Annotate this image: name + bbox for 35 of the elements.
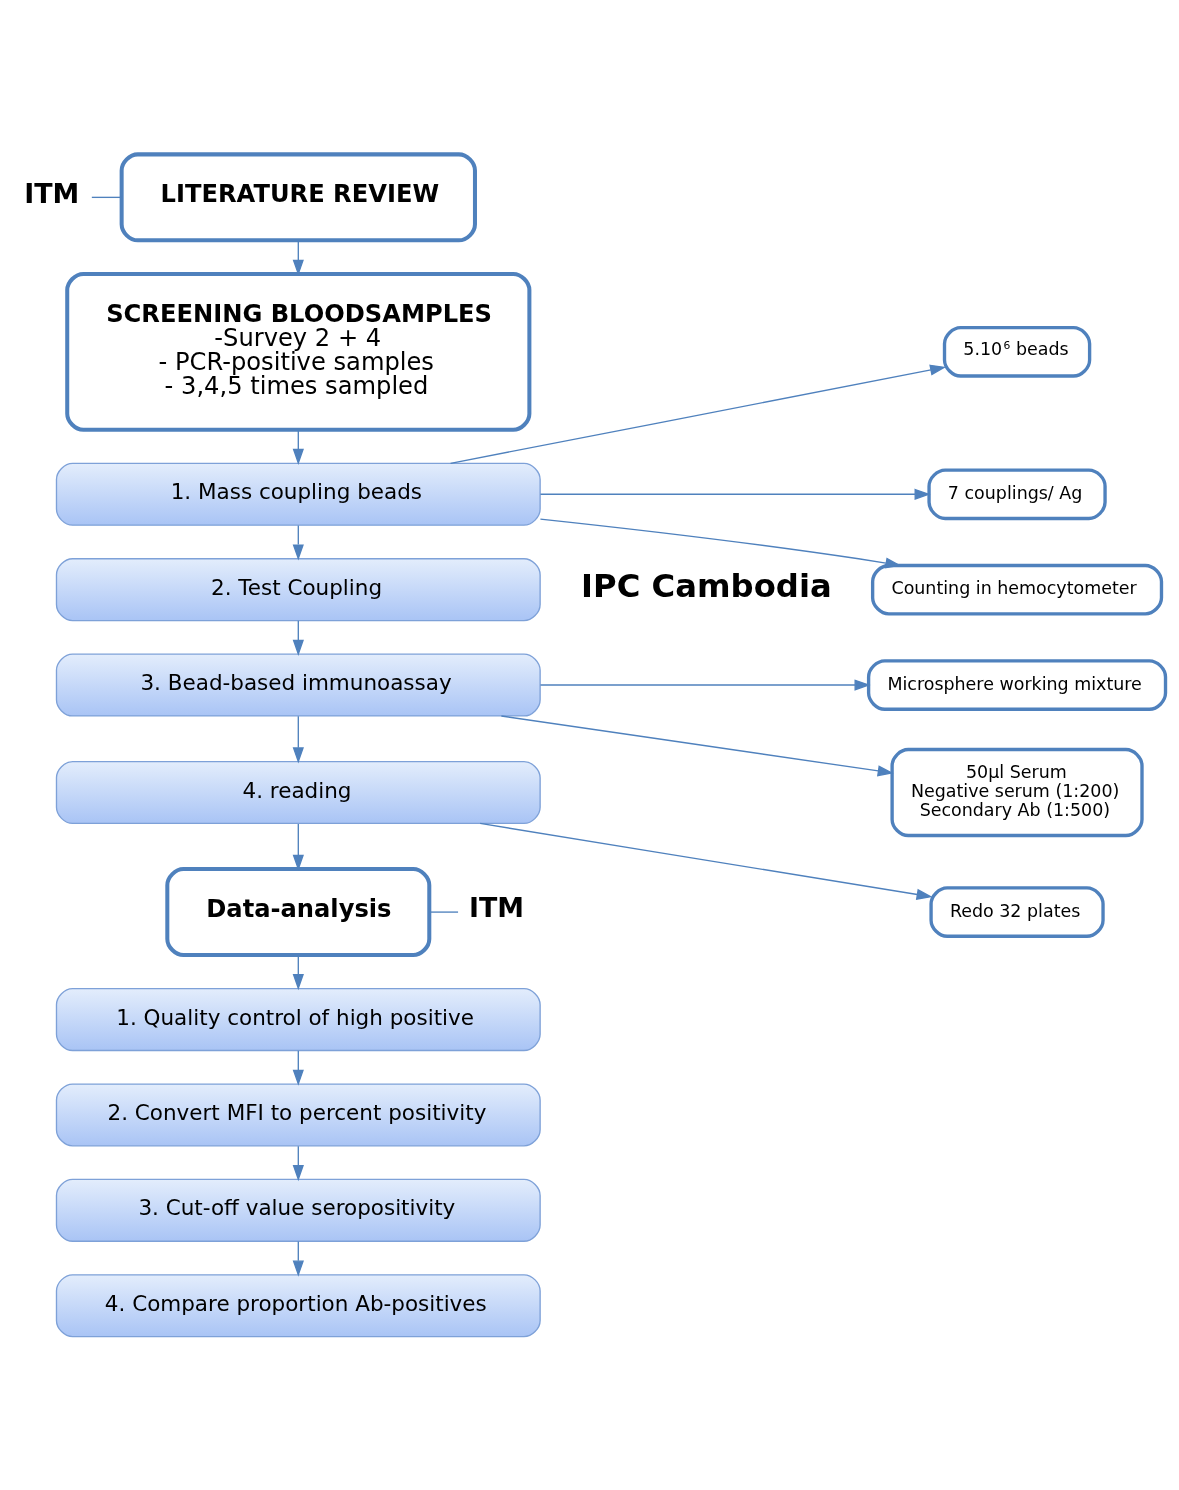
- node-box: 50µl Serum Negative serum (1:200) Secondary Ab (1:500): [890, 747, 1144, 837]
- node-box: Redo 32 plates: [929, 885, 1105, 938]
- node-box: 3. Bead-based immunoassay: [55, 652, 541, 717]
- connector: [91, 196, 122, 198]
- arrow: [292, 1240, 304, 1277]
- arrow: [292, 619, 304, 656]
- node-box: Microsphere working mixture: [866, 658, 1168, 711]
- arrow: [292, 714, 304, 763]
- node-box: 4. reading: [55, 760, 541, 824]
- arrow: [292, 1144, 304, 1181]
- arrow: [292, 428, 304, 465]
- arrow: [539, 488, 931, 500]
- node-box: SCREENING BLOODSAMPLES -Survey 2 + 4 - PCR-positive samples - 3,4,5 times sampled: [65, 271, 532, 432]
- node-box: 2. Test Coupling: [55, 557, 541, 621]
- arrow: [292, 954, 304, 990]
- node-box: 3. Cut-off value seropositivity: [55, 1178, 541, 1242]
- label: IPC Cambodia: [581, 566, 832, 605]
- node-box: 1. Mass coupling beads: [55, 462, 541, 526]
- node-box: LITERATURE REVIEW: [119, 151, 477, 242]
- node-box: Counting in hemocytometer: [870, 563, 1164, 615]
- arrow: [479, 822, 933, 900]
- node-box: 1. Quality control of high positive: [55, 987, 541, 1051]
- arrow: [292, 524, 304, 561]
- arrow: [500, 714, 894, 776]
- node-text: ITM: [468, 891, 524, 923]
- node-box: 7 couplings/ Ag: [927, 467, 1107, 520]
- node-box: Data-analysis: [165, 866, 432, 957]
- node-box: 4. Compare proportion Ab-positives: [55, 1273, 541, 1337]
- arrow: [539, 678, 871, 691]
- node-box: 2. Convert MFI to percent positivity: [55, 1082, 541, 1146]
- node-box: 5.10$^{6}$ beads: [942, 325, 1092, 378]
- arrow: [449, 364, 947, 464]
- node-text: ITM: [24, 177, 80, 209]
- arrow: [292, 1049, 304, 1086]
- connector: [428, 910, 459, 913]
